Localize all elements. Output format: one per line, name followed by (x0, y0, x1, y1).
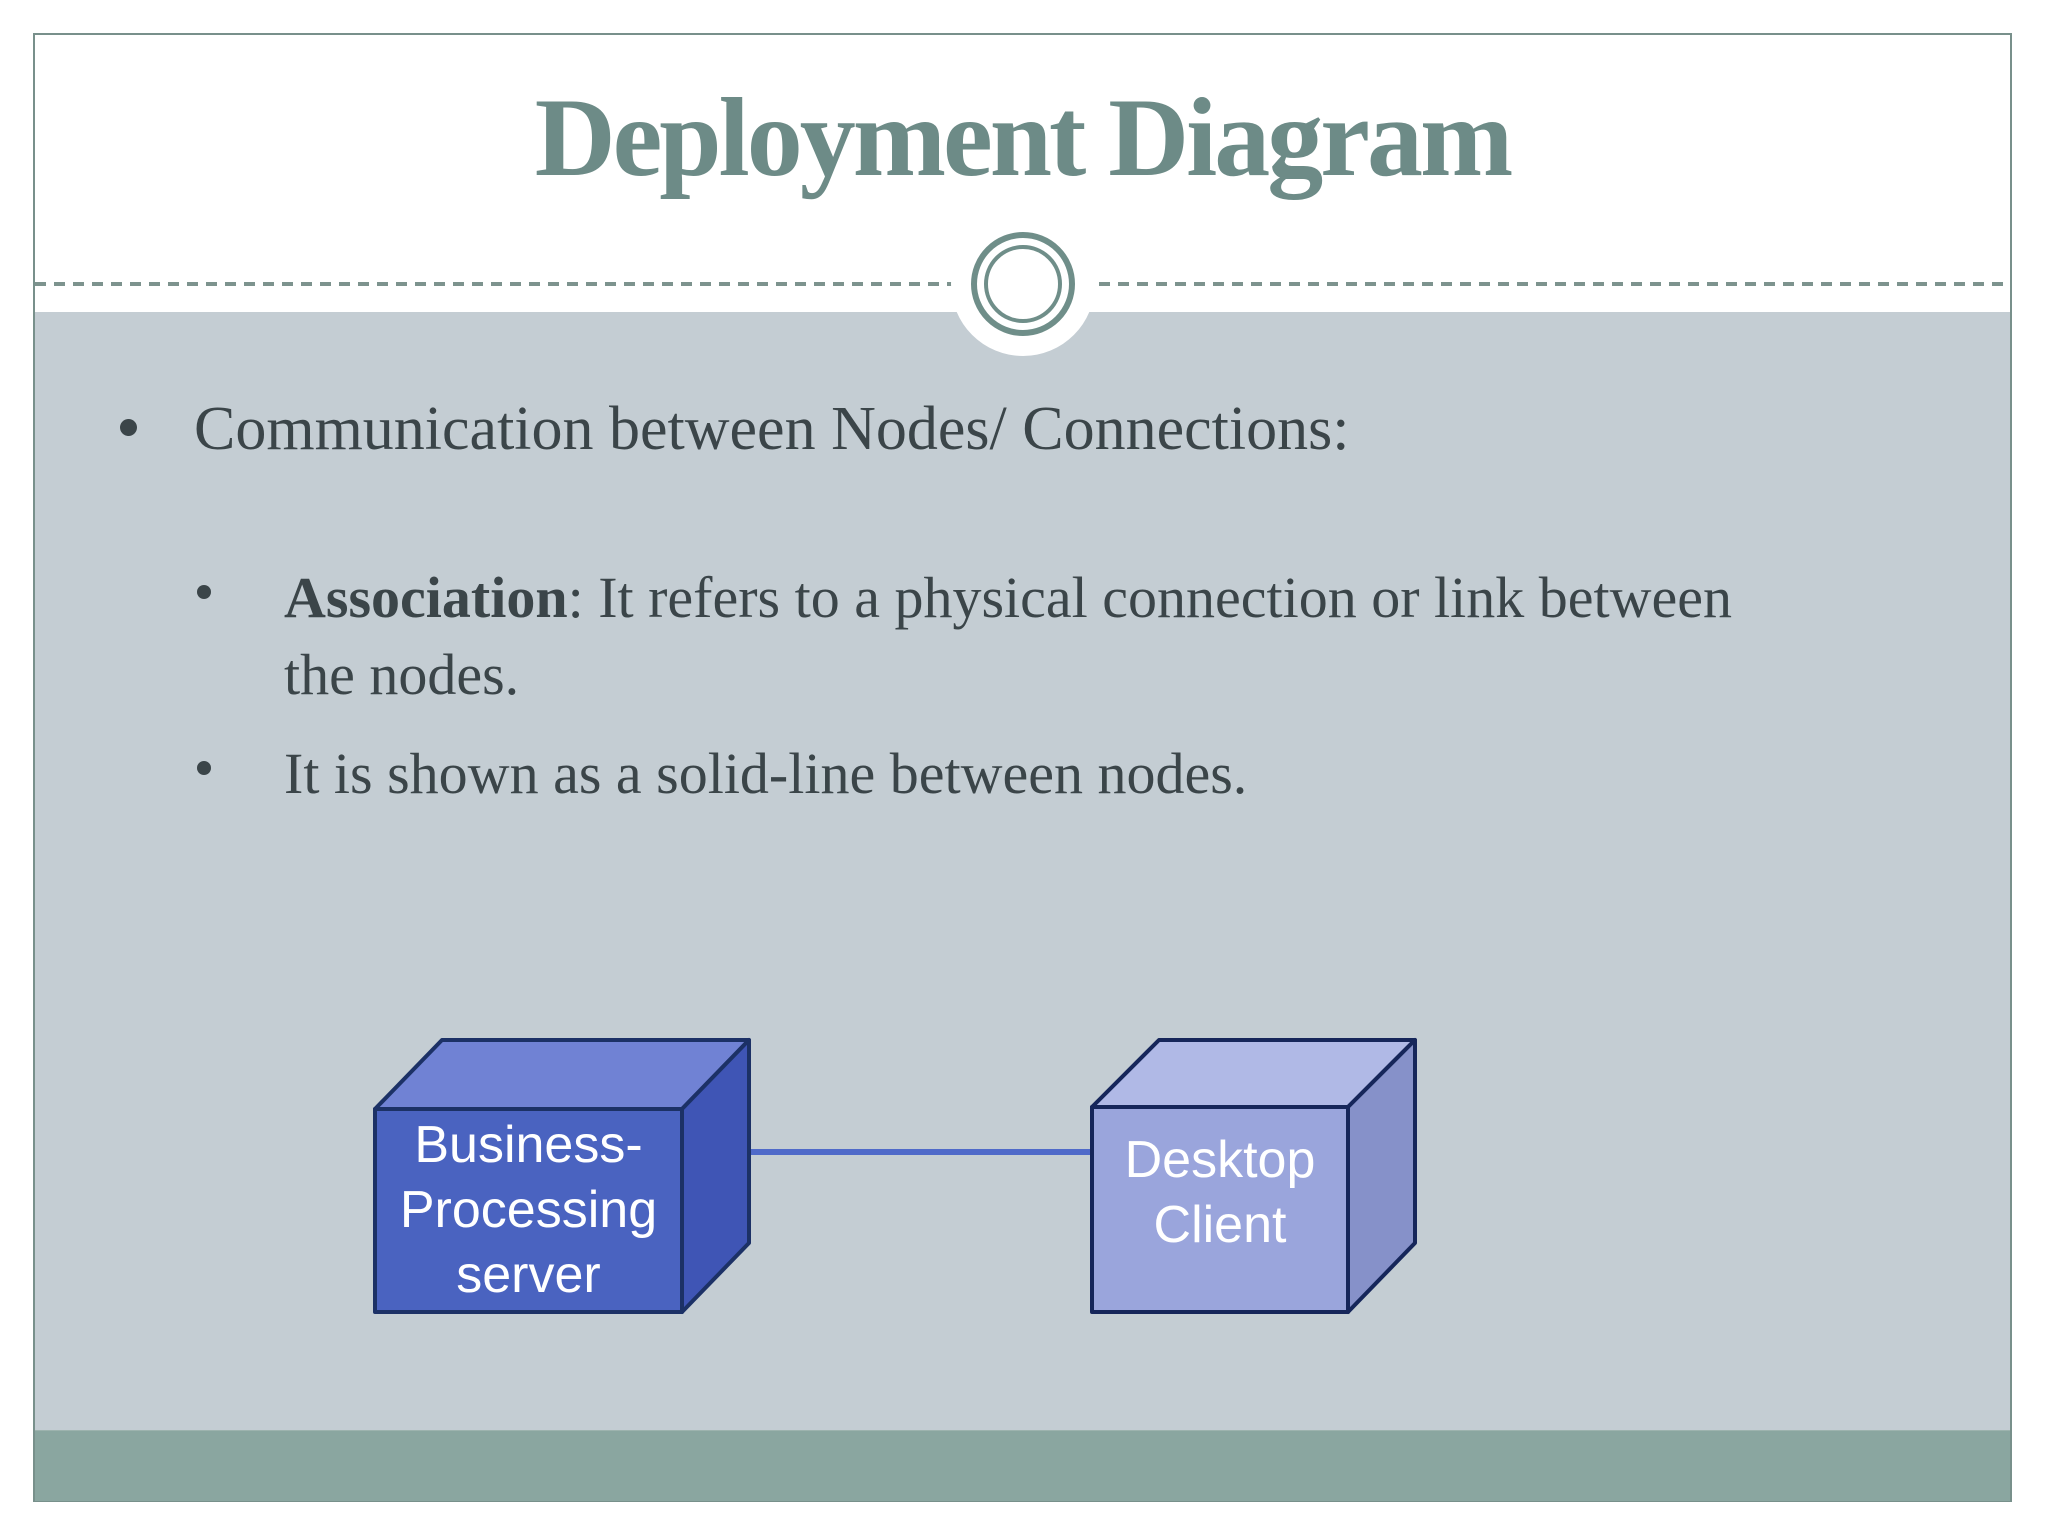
association-term: Association (284, 565, 568, 630)
right-node-label-line: Desktop (1124, 1130, 1316, 1189)
solid-line-text: It is shown as a solid-line between node… (284, 741, 1248, 806)
slide-footer-bar (35, 1430, 2010, 1501)
right-node-label-line: Client (1153, 1195, 1287, 1254)
bullet-level1-text: Communication between Nodes/ Connections… (194, 395, 1350, 463)
left-node-front-face (373, 1107, 684, 1314)
left-node-label-line: server (456, 1246, 601, 1304)
circle-ornament (951, 212, 1095, 356)
slide-body: Communication between Nodes/ Connections… (35, 312, 2010, 1430)
right-node-front-face (1090, 1105, 1350, 1314)
deployment-diagram (373, 1038, 1417, 1314)
ornament-inner-ring (984, 245, 1062, 323)
bullet-dot (197, 585, 211, 599)
bullet-association-text: Association: It refers to a physical con… (284, 560, 1794, 713)
bullet-dot (120, 419, 137, 436)
association-definition: : It refers to a physical connection or … (284, 565, 1732, 707)
bullet-level2-solid-line: It is shown as a solid-line between node… (197, 736, 1794, 813)
left-node-label: Business- Processing server (375, 1109, 682, 1312)
bullet-level1: Communication between Nodes/ Connections… (120, 392, 1844, 466)
right-node-label: Desktop Client (1092, 1107, 1348, 1312)
bullet-level2-association: Association: It refers to a physical con… (197, 560, 1794, 713)
bullet-dot (197, 761, 211, 775)
ornament-outer-ring (971, 232, 1075, 336)
left-node-label-line: Business- (414, 1116, 643, 1174)
slide-title: Deployment Diagram (534, 76, 1514, 200)
slide: Deployment Diagram Communication between… (33, 33, 2012, 1502)
left-node-label-line: Processing (399, 1181, 658, 1239)
